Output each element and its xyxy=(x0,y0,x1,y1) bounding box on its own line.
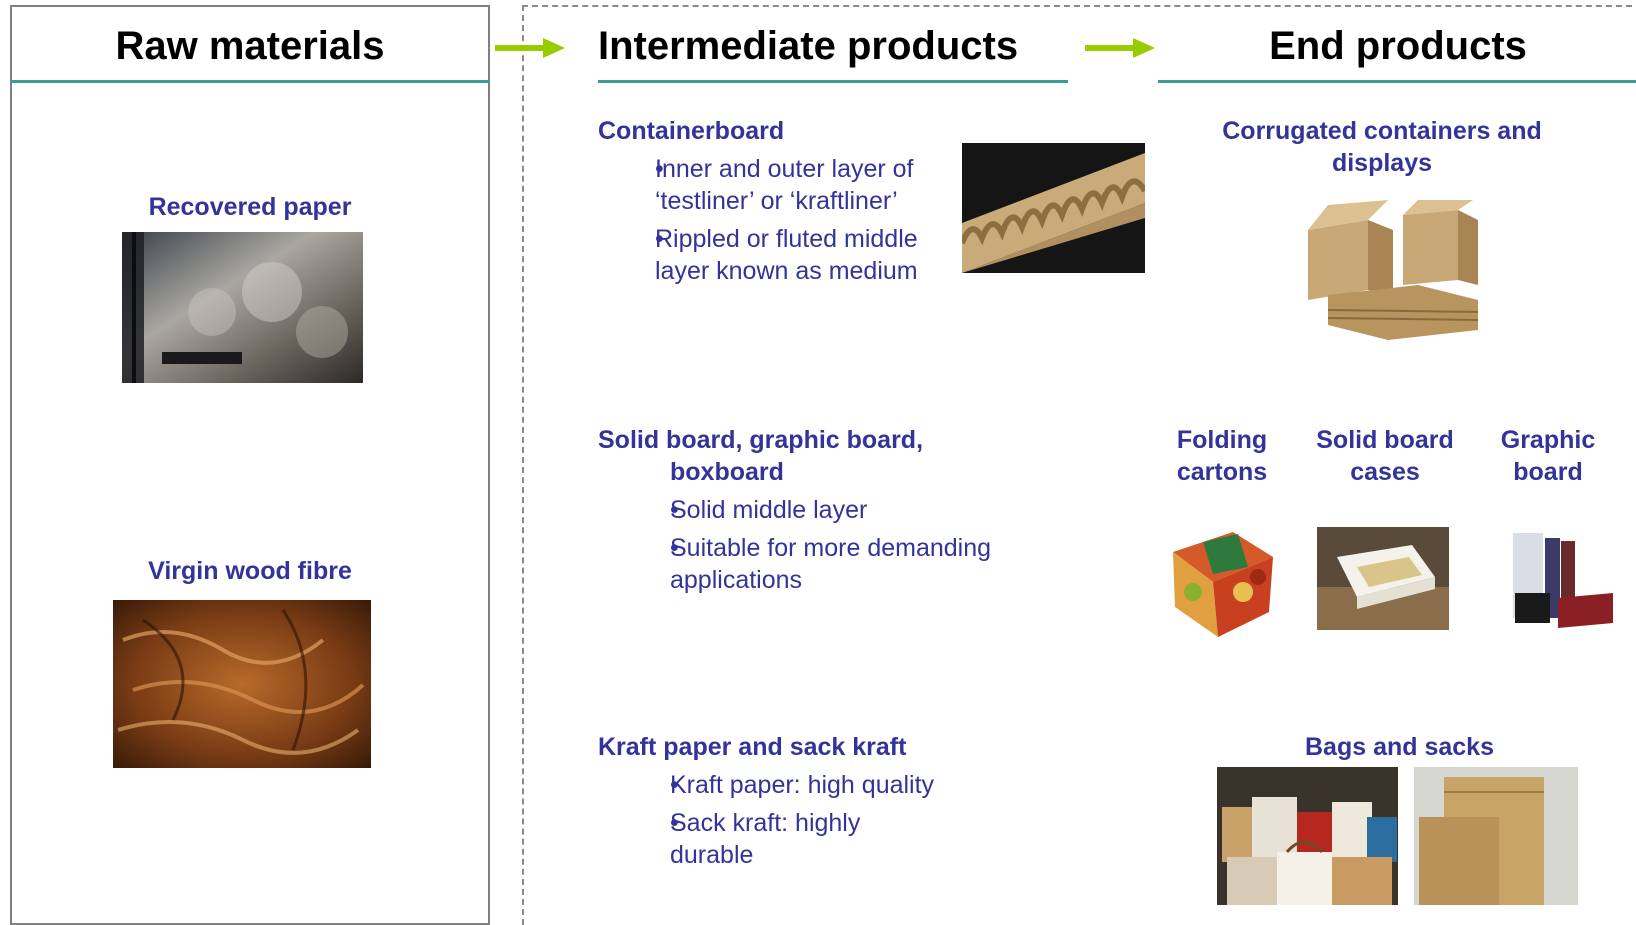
containerboard-photo xyxy=(962,143,1145,273)
containerboard-title: Containerboard xyxy=(598,117,785,145)
solid-board-cases-label: Solid board cases xyxy=(1316,426,1454,486)
products-panel xyxy=(522,5,1636,925)
solid-board-case-photo xyxy=(1317,527,1449,630)
kraft-paper-bullet-2: Sack kraft: highly durable xyxy=(598,807,938,871)
end-title-underline xyxy=(1158,80,1636,83)
kraft-paper-title: Kraft paper and sack kraft xyxy=(598,733,907,761)
solid-board-bullet-2: Suitable for more demanding applications xyxy=(598,532,1038,596)
intermediate-title-underline xyxy=(598,80,1068,83)
bags-and-sacks-label: Bags and sacks xyxy=(1305,733,1494,761)
arrow-raw-to-intermediate-icon xyxy=(495,38,565,58)
end-products-title: End products xyxy=(1269,24,1527,68)
folding-carton-photo xyxy=(1163,512,1279,644)
solid-board-bullets: Solid middle layer Suitable for more dem… xyxy=(598,494,1038,602)
corrugated-label: Corrugated containers and displays xyxy=(1222,117,1542,177)
containerboard-bullets: Inner and outer layer of ‘testliner’ or … xyxy=(598,153,938,293)
kraft-paper-bullet-1: Kraft paper: high quality xyxy=(598,769,938,801)
raw-materials-title: Raw materials xyxy=(115,24,385,68)
solid-board-title-line2: boxboard xyxy=(670,458,784,486)
recovered-paper-label: Recovered paper xyxy=(148,193,352,221)
containerboard-bullet-1: Inner and outer layer of ‘testliner’ or … xyxy=(598,153,938,217)
raw-materials-panel xyxy=(10,5,490,925)
raw-title-underline xyxy=(10,80,490,83)
solid-board-title-line1: Solid board, graphic board, xyxy=(598,426,924,454)
kraft-paper-bullets: Kraft paper: high quality Sack kraft: hi… xyxy=(598,769,938,877)
paper-bags-photo xyxy=(1217,767,1398,905)
graphic-board-photo xyxy=(1503,523,1615,632)
corrugated-boxes-photo xyxy=(1298,200,1484,340)
arrow-intermediate-to-end-icon xyxy=(1085,38,1155,58)
recovered-paper-photo xyxy=(122,232,363,383)
intermediate-products-title: Intermediate products xyxy=(598,24,1019,68)
virgin-wood-fibre-photo xyxy=(113,600,371,768)
kraft-sacks-photo xyxy=(1414,767,1578,905)
virgin-wood-fibre-label: Virgin wood fibre xyxy=(148,557,352,585)
solid-board-bullet-1: Solid middle layer xyxy=(598,494,1038,526)
containerboard-bullet-2: Rippled or fluted middle layer known as … xyxy=(598,223,938,287)
folding-cartons-label: Folding cartons xyxy=(1176,426,1268,486)
graphic-board-label: Graphic board xyxy=(1500,426,1596,486)
